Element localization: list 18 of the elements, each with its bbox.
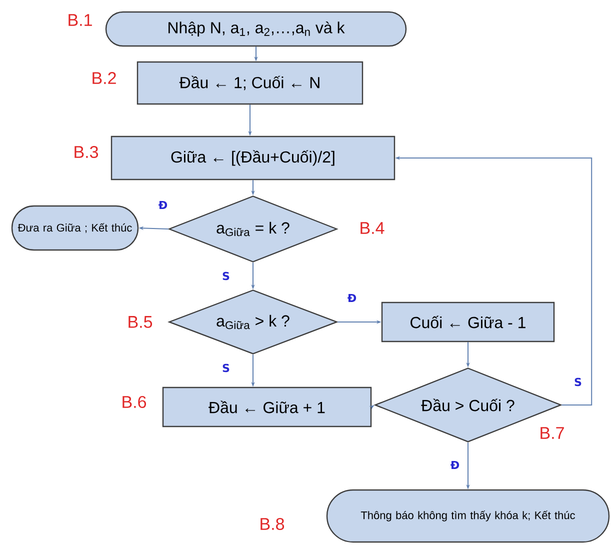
step-label: B.4 bbox=[360, 222, 384, 234]
step-label: B.2 bbox=[92, 72, 116, 84]
step-label: B.7 bbox=[540, 427, 564, 439]
edge-label: S bbox=[222, 272, 230, 280]
step-label: B.3 bbox=[74, 146, 98, 158]
process-box: Đầu ← 1; Cuối ← N bbox=[136, 61, 364, 105]
edge-label: Đ bbox=[158, 201, 168, 209]
edge-label: S bbox=[574, 378, 582, 386]
process-box: Đầu ← Giữa + 1 bbox=[162, 386, 372, 428]
edge-label: S bbox=[222, 364, 230, 372]
process-box: Giữa ← [(Đầu+Cuối)/2] bbox=[110, 136, 396, 180]
step-label: B.5 bbox=[128, 316, 152, 328]
edge-label: Đ bbox=[348, 294, 356, 302]
step-label: B.6 bbox=[122, 396, 146, 408]
step-label: B.8 bbox=[260, 518, 284, 530]
edge-label: Đ bbox=[450, 461, 460, 469]
process-box: Cuối ← Giữa - 1 bbox=[381, 302, 555, 342]
step-label: B.1 bbox=[68, 14, 92, 26]
